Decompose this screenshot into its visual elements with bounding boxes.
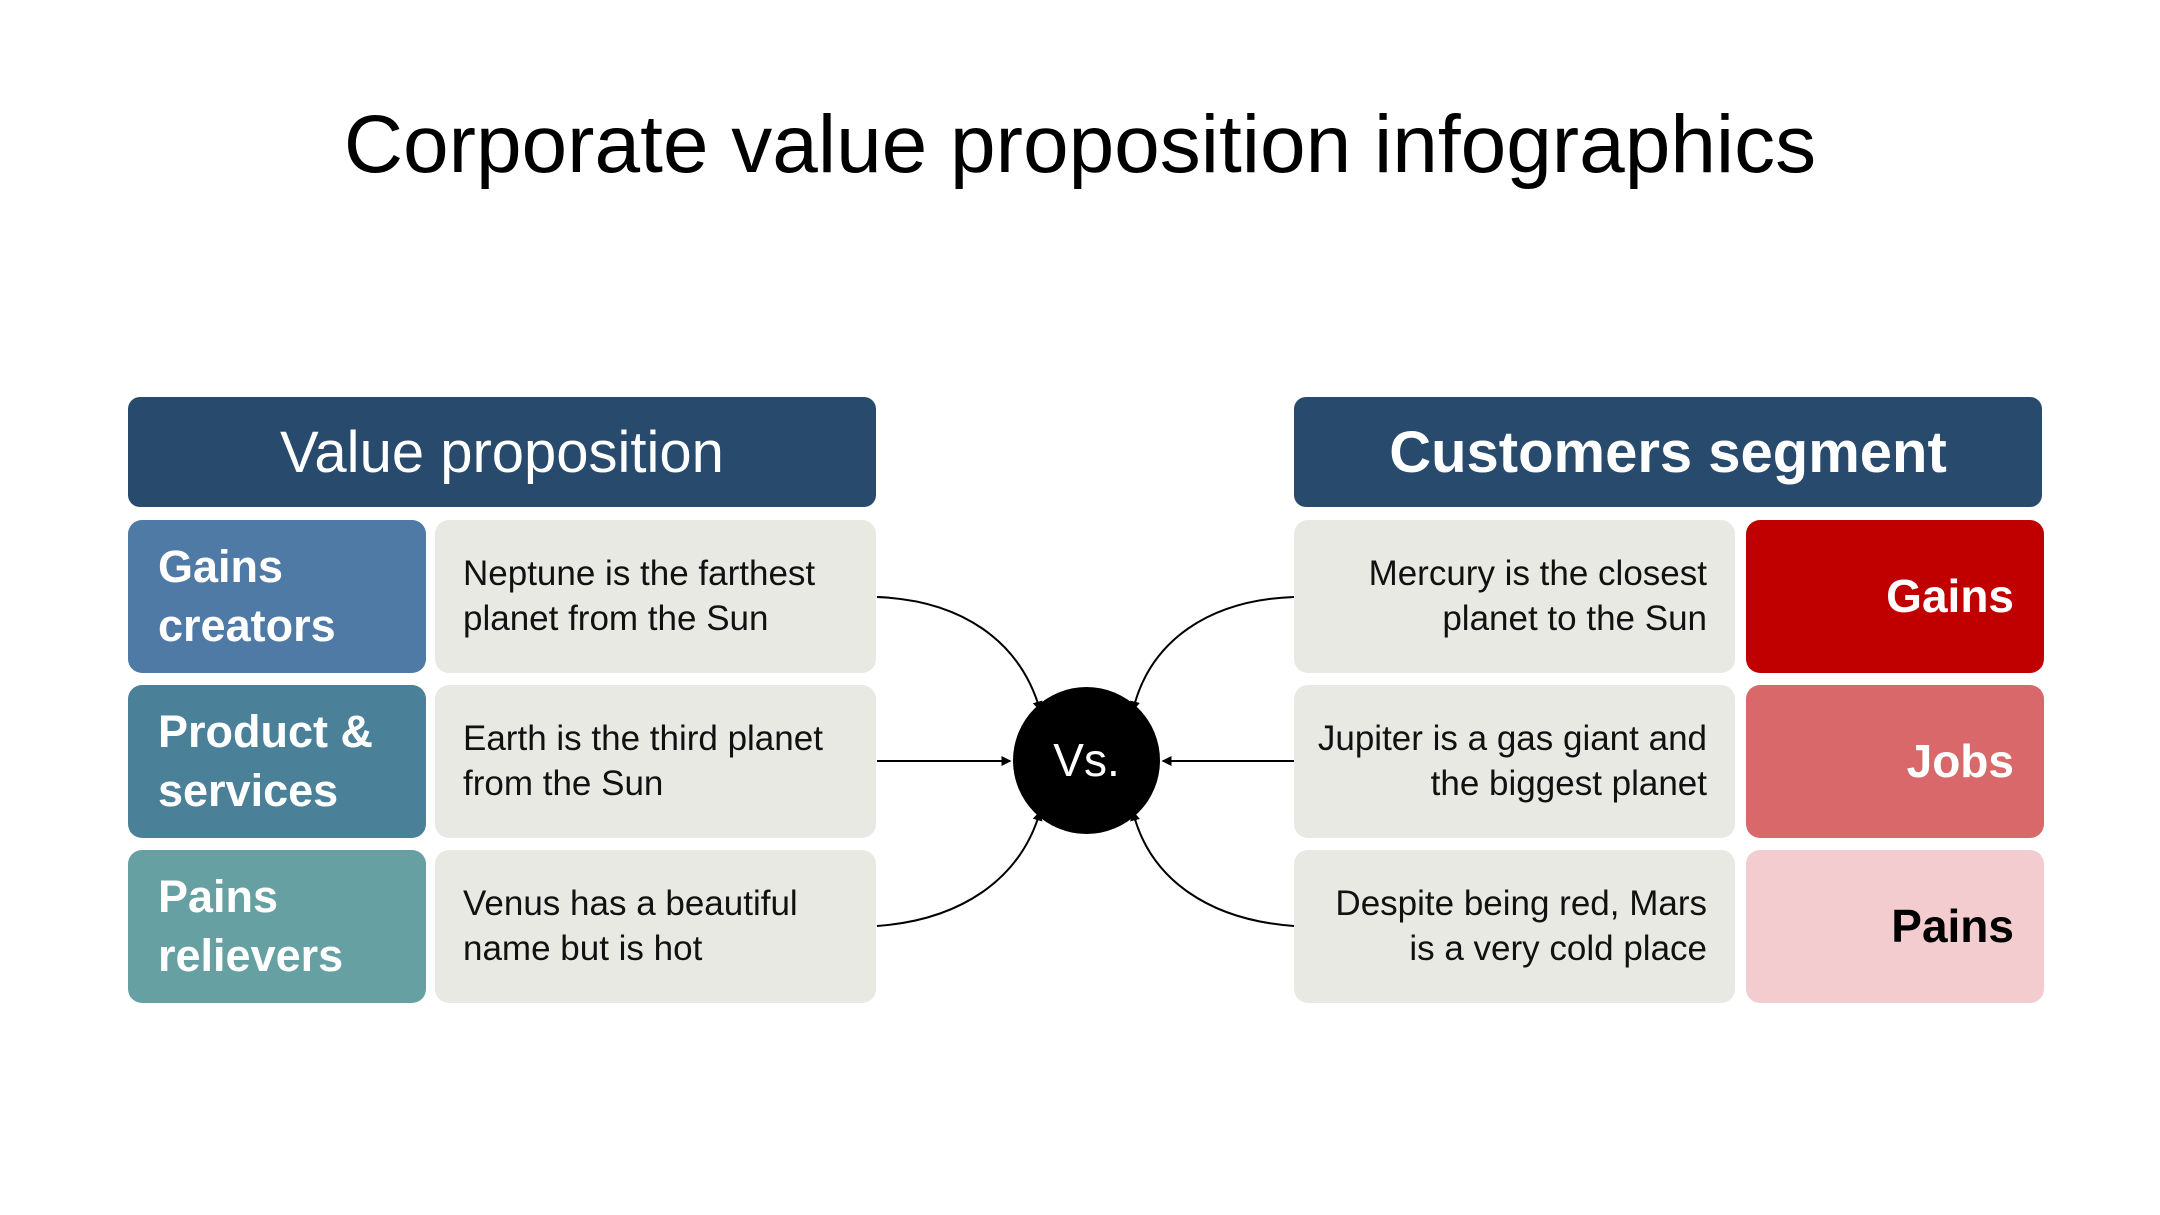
gains-label: Gains [1746,520,2044,673]
vs-circle: Vs. [1013,687,1160,834]
pains-label: Pains [1746,850,2044,1003]
arrow-gains [1130,596,1295,712]
arrow-gains-creators [876,596,1043,712]
page-title: Corporate value proposition infographics [343,99,1817,190]
gains-description: Mercury is the closest planet to the Sun [1294,520,1735,673]
arrow-pains-relievers [876,810,1043,927]
product-services-label: Product & services [128,685,426,838]
value-proposition-header: Value proposition [128,397,876,507]
jobs-label: Jobs [1746,685,2044,838]
jobs-description: Jupiter is a gas giant and the biggest p… [1294,685,1735,838]
pains-relievers-description: Venus has a beautiful name but is hot [435,850,876,1003]
arrow-pains [1130,810,1295,927]
pains-description: Despite being red, Mars is a very cold p… [1294,850,1735,1003]
product-services-description: Earth is the third planet from the Sun [435,685,876,838]
gains-creators-label: Gains creators [128,520,426,673]
customers-segment-header: Customers segment [1294,397,2042,507]
pains-relievers-label: Pains relievers [128,850,426,1003]
gains-creators-description: Neptune is the farthest planet from the … [435,520,876,673]
